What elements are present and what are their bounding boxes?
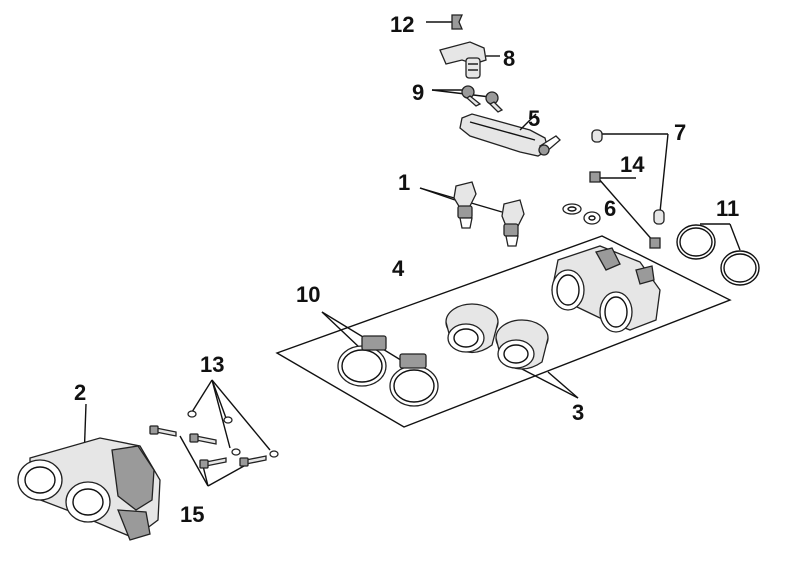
part-9-fasteners (431, 85, 504, 113)
intake-manifold (551, 245, 661, 333)
part-1-injectors (419, 181, 525, 247)
callout-10: 10 (296, 282, 320, 307)
part-15-bolts (149, 425, 267, 487)
callout-2: 2 (74, 380, 86, 405)
callout-8: 8 (503, 46, 515, 71)
part-6-rings (562, 203, 601, 225)
callout-6: 6 (604, 196, 616, 221)
kit-outline-4 (275, 235, 732, 428)
part-11-o-rings (676, 223, 760, 286)
part-10-clamps (321, 311, 439, 407)
callout-13: 13 (200, 352, 224, 377)
part-7-caps (591, 129, 669, 225)
part-13-washers (187, 379, 279, 458)
callout-14: 14 (620, 152, 645, 177)
callout-4: 4 (392, 256, 405, 281)
callout-5: 5 (528, 106, 540, 131)
callout-1: 1 (398, 170, 410, 195)
callout-9: 9 (412, 80, 424, 105)
callout-11: 11 (716, 196, 739, 221)
callout-7: 7 (674, 120, 686, 145)
callout-12: 12 (390, 12, 414, 37)
part-2-throttle-body (17, 403, 161, 541)
part-3-sleeves (445, 303, 579, 399)
part-5-fuel-rail (459, 113, 561, 157)
callout-15: 15 (180, 502, 204, 527)
callout-3: 3 (572, 400, 584, 425)
part-8-sensor (439, 41, 500, 79)
part-12-screw (426, 14, 463, 30)
part-14-clips (589, 171, 661, 249)
